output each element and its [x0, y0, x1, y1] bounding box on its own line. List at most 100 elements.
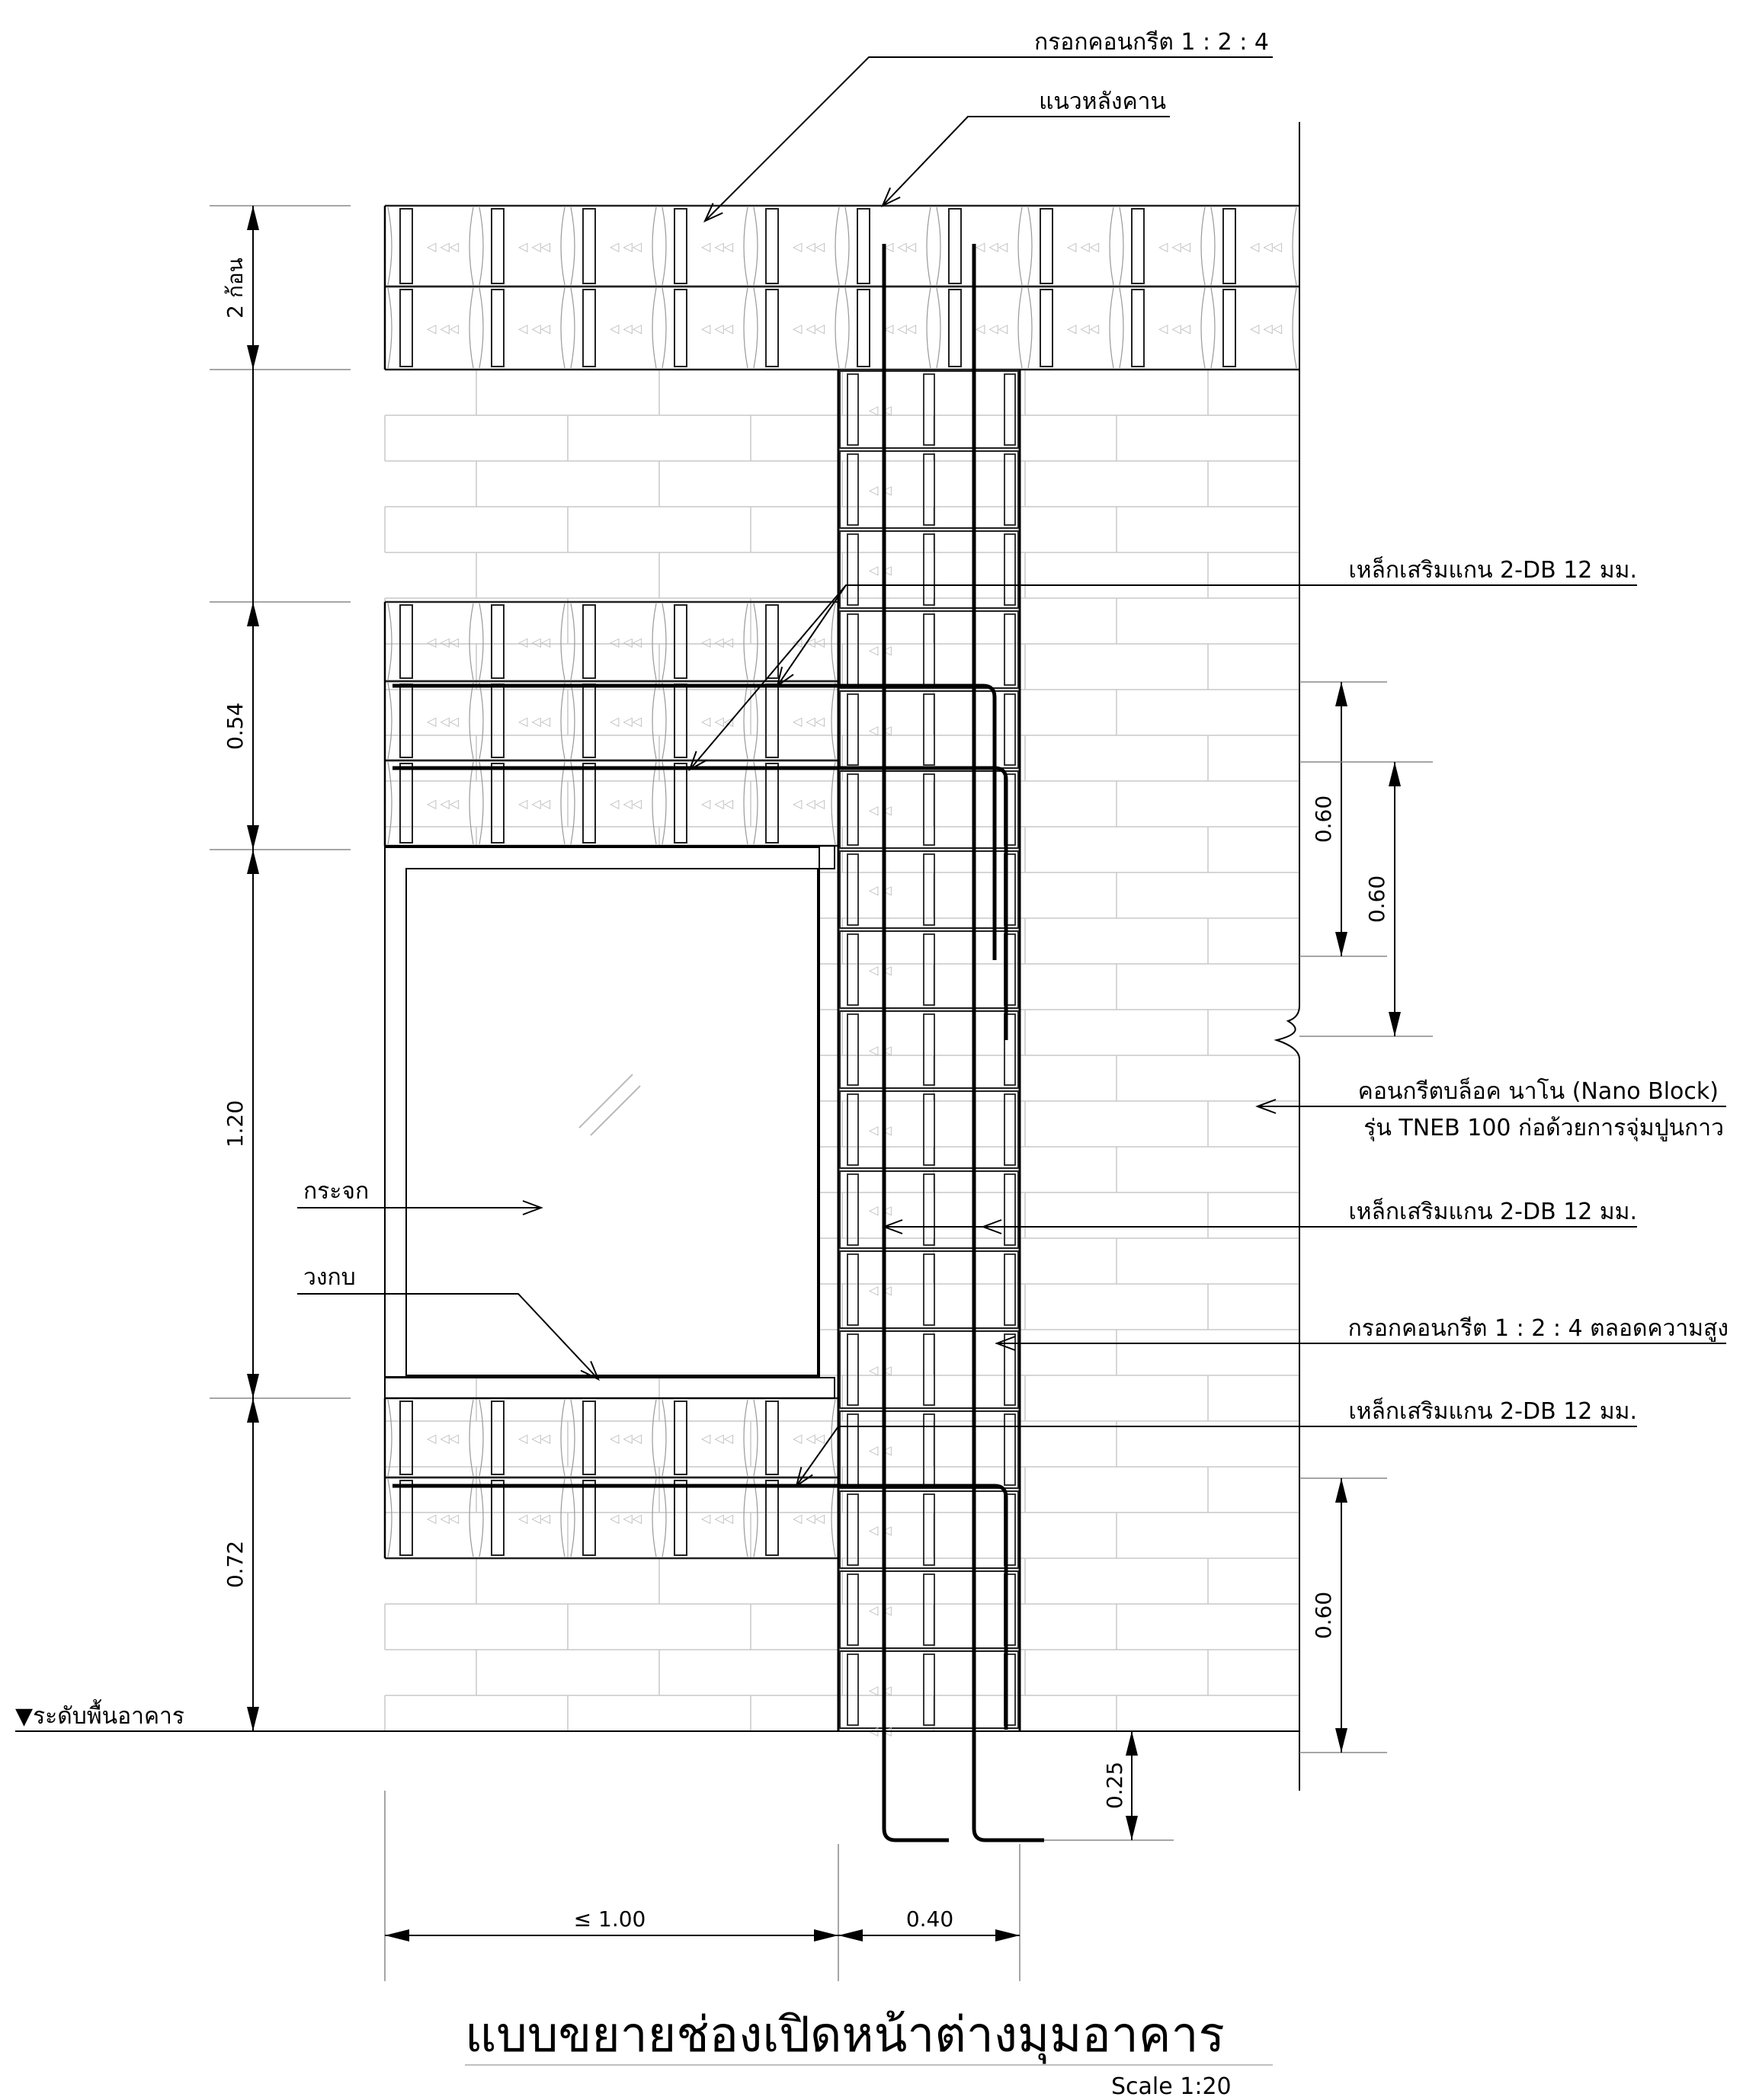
- block-edge: [652, 682, 657, 760]
- arrowhead: [247, 1374, 259, 1398]
- column-block-key: [847, 1333, 859, 1406]
- concrete-hatch: ◁ ◁: [868, 803, 892, 818]
- block-edge: [570, 682, 575, 760]
- block-key: [674, 1480, 687, 1556]
- block-key: [399, 683, 413, 758]
- block-edge: [662, 1478, 667, 1557]
- concrete-hatch: ◁ ◁◁: [426, 796, 460, 811]
- block-edge: [479, 1478, 484, 1557]
- arrowhead: [1389, 1012, 1401, 1036]
- block-edge: [387, 682, 392, 760]
- column-block-key: [847, 1413, 859, 1486]
- block-key: [765, 289, 779, 367]
- block-edge: [387, 206, 392, 286]
- block-key: [765, 604, 779, 679]
- concrete-hatch: ◁ ◁: [868, 1203, 892, 1218]
- boundary-lines: [15, 122, 1300, 1791]
- arrowhead: [995, 1929, 1020, 1942]
- block-edge: [570, 1399, 575, 1477]
- leader-beam-line: [882, 116, 1170, 206]
- column-block-key: [923, 1653, 935, 1726]
- glass-reflection-mark: [590, 1085, 641, 1136]
- concrete-hatch: ◁ ◁: [868, 1123, 892, 1138]
- concrete-hatch: ◁ ◁◁: [700, 239, 734, 254]
- block-edge: [560, 603, 566, 680]
- concrete-hatch: ◁ ◁◁: [1249, 322, 1283, 336]
- block-edge: [479, 603, 484, 680]
- concrete-hatch: ◁ ◁◁: [517, 1431, 551, 1445]
- concrete-hatch: ◁ ◁◁: [975, 239, 1008, 254]
- concrete-hatch: ◁ ◁◁: [700, 322, 734, 336]
- block-edge: [1200, 287, 1206, 369]
- concrete-hatch: ◁ ◁◁: [609, 796, 642, 811]
- dim-lap-bottom: 0.60: [1311, 1592, 1336, 1639]
- block-edge: [835, 206, 840, 286]
- concrete-hatch: ◁ ◁◁: [792, 714, 825, 728]
- column-block-key: [847, 1653, 859, 1726]
- concrete-hatch: ◁ ◁: [868, 1443, 892, 1458]
- concrete-hatch: ◁ ◁◁: [700, 1431, 734, 1445]
- window-frame-inner: [405, 868, 819, 1376]
- column-block-key: [923, 853, 935, 926]
- leader-grout-top: [704, 56, 1273, 222]
- leader-rebar-upper: [689, 584, 1637, 770]
- concrete-hatch: ◁ ◁◁: [792, 322, 825, 336]
- column-block-key: [923, 1093, 935, 1166]
- concrete-hatch: ◁ ◁◁: [426, 239, 460, 254]
- block-edge: [652, 287, 657, 369]
- concrete-hatch: ◁ ◁◁: [609, 635, 642, 649]
- block-key: [948, 208, 962, 284]
- block-edge: [560, 1399, 566, 1477]
- block-key: [765, 1401, 779, 1475]
- block-edge: [831, 603, 836, 680]
- block-edge: [560, 206, 566, 286]
- window-opening: [384, 847, 820, 1378]
- block-edge: [753, 761, 758, 845]
- block-edge: [570, 1478, 575, 1557]
- concrete-hatch: ◁ ◁◁: [426, 635, 460, 649]
- block-edge: [743, 682, 748, 760]
- concrete-hatch: ◁ ◁◁: [609, 1511, 642, 1525]
- block-edge: [743, 287, 748, 369]
- block-edge: [662, 682, 667, 760]
- concrete-hatch: ◁ ◁◁: [883, 239, 917, 254]
- block-key: [674, 683, 687, 758]
- dim-opening-width: ≤ 1.00: [574, 1906, 646, 1932]
- column-block: [839, 1570, 1019, 1649]
- concrete-hatch: ◁ ◁◁: [700, 796, 734, 811]
- dim-lap-b: 0.60: [1364, 876, 1389, 923]
- column-block-key: [923, 1333, 935, 1406]
- leader-rebar-upper-branch: [777, 584, 847, 687]
- block-key: [582, 208, 596, 284]
- column-block-key: [1004, 1253, 1016, 1326]
- arrowhead: [1335, 932, 1347, 956]
- block-key: [857, 289, 870, 367]
- column-block: [839, 450, 1019, 529]
- concrete-hatch: ◁ ◁◁: [426, 1511, 460, 1525]
- column-block-key: [847, 453, 859, 526]
- block-edge: [469, 206, 474, 286]
- column-block: [839, 1250, 1019, 1329]
- column-block-key: [847, 1093, 859, 1166]
- block-edge: [743, 761, 748, 845]
- block-key: [1040, 208, 1053, 284]
- block-edge: [753, 287, 758, 369]
- drawing-title-block: แบบขยายช่องเปิดหน้าต่างมุมอาคาร Scale 1:…: [465, 2007, 1273, 2100]
- block-key: [582, 1480, 596, 1556]
- column-block-key: [847, 1173, 859, 1246]
- column-block-key: [923, 1173, 935, 1246]
- sill-top-cap: [384, 1377, 835, 1399]
- column-block-key: [847, 693, 859, 766]
- column-block-key: [1004, 613, 1016, 686]
- concrete-hatch: ◁ ◁◁: [1066, 322, 1100, 336]
- column-block-key: [1004, 1173, 1016, 1246]
- concrete-hatch: ◁ ◁◁: [609, 714, 642, 728]
- block-edge: [1109, 206, 1114, 286]
- column-block: [839, 1410, 1019, 1489]
- arrowhead: [1335, 1728, 1347, 1753]
- column-block: [839, 370, 1019, 449]
- block-edge: [831, 1478, 836, 1557]
- dim-sill: 0.72: [223, 1541, 248, 1588]
- concrete-hatch: ◁ ◁◁: [517, 796, 551, 811]
- block-edge: [1017, 206, 1023, 286]
